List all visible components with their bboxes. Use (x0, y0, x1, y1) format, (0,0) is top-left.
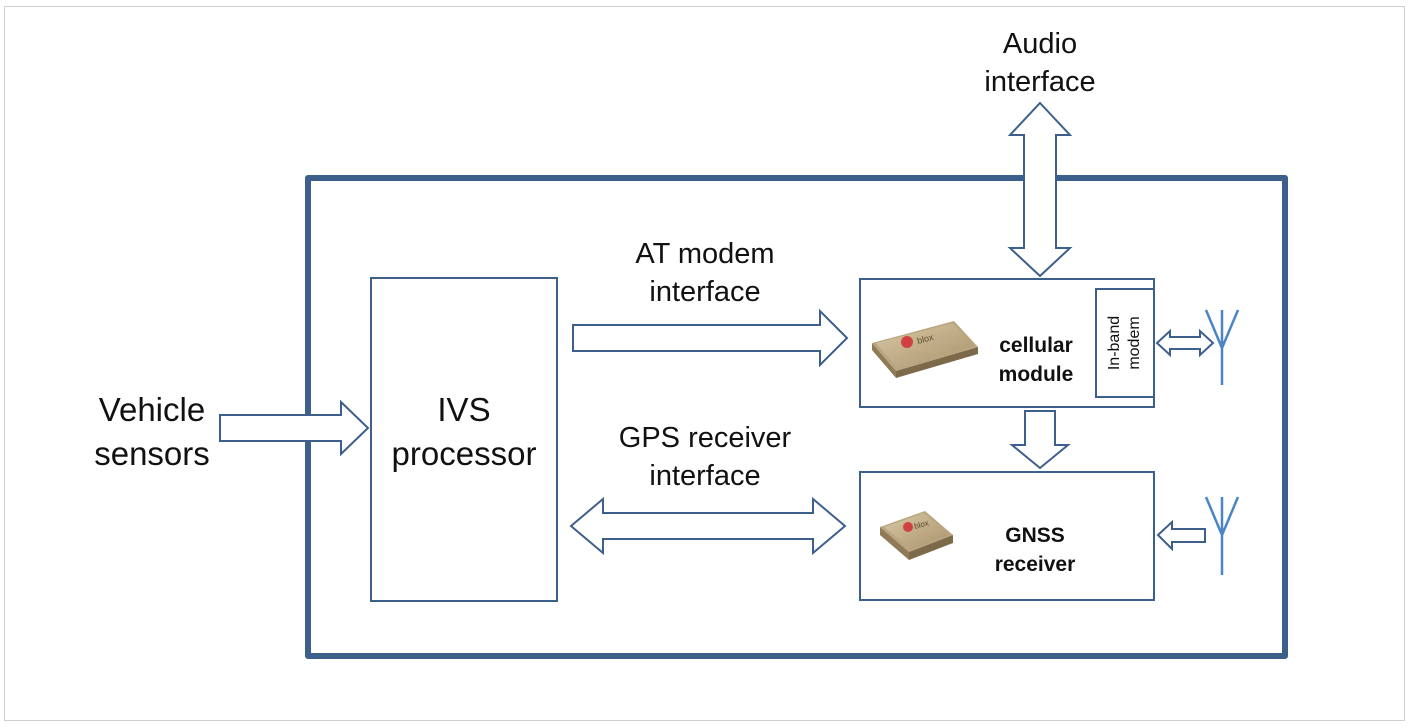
gps-receiver-interface-arrow (569, 496, 847, 556)
vehicle-sensors-label: Vehicle sensors (72, 388, 232, 476)
inband-label-text: In-band modem (1105, 315, 1143, 371)
gps-receiver-interface-label: GPS receiver interface (586, 419, 824, 495)
at-label-line2: interface (649, 276, 761, 308)
ivs-processor-label: IVS processor (372, 388, 556, 476)
ivs-label-line2: processor (391, 435, 537, 472)
gnss-chip-icon: blox (880, 511, 953, 560)
svg-text:blox: blox (916, 332, 935, 346)
cellular-label-line1: cellular (999, 334, 1073, 357)
at-label-line1: AT modem (635, 238, 775, 270)
inband-modem-label: In-band modem (1097, 290, 1153, 396)
gnss-antenna-icon (1204, 496, 1240, 575)
gnss-label-line2: receiver (994, 553, 1076, 576)
cellular-antenna-icon (1204, 309, 1240, 385)
inband-modem-block (1095, 288, 1155, 398)
cellular-label-line2: module (998, 363, 1074, 386)
gnss-antenna-arrow (1156, 519, 1206, 552)
cellular-module-label: cellular module (980, 331, 1092, 389)
vehicle-sensors-arrow (219, 399, 370, 457)
audio-interface-arrow (1007, 101, 1073, 278)
audio-interface-label: Audio interface (968, 25, 1112, 101)
gnss-label-line1: GNSS (1005, 524, 1065, 547)
gnss-receiver-block (859, 471, 1155, 601)
audio-label-line2: interface (984, 66, 1096, 98)
vehicle-label-line1: Vehicle (98, 391, 206, 428)
gnss-receiver-label: GNSS receiver (975, 521, 1095, 579)
at-modem-interface-arrow (572, 308, 849, 368)
audio-label-line1: Audio (1002, 28, 1078, 60)
cellular-to-gnss-arrow (1009, 410, 1071, 470)
gps-label-line1: GPS receiver (618, 422, 792, 454)
cellular-chip-icon: blox (872, 321, 978, 378)
vehicle-label-line2: sensors (94, 435, 210, 472)
gps-label-line2: interface (649, 460, 761, 492)
inband-antenna-arrow (1155, 328, 1215, 358)
ivs-label-line1: IVS (437, 391, 491, 428)
at-modem-interface-label: AT modem interface (596, 235, 814, 311)
ivs-processor-block (370, 277, 558, 602)
diagram-frame (4, 6, 1405, 721)
svg-text:blox: blox (913, 518, 930, 530)
